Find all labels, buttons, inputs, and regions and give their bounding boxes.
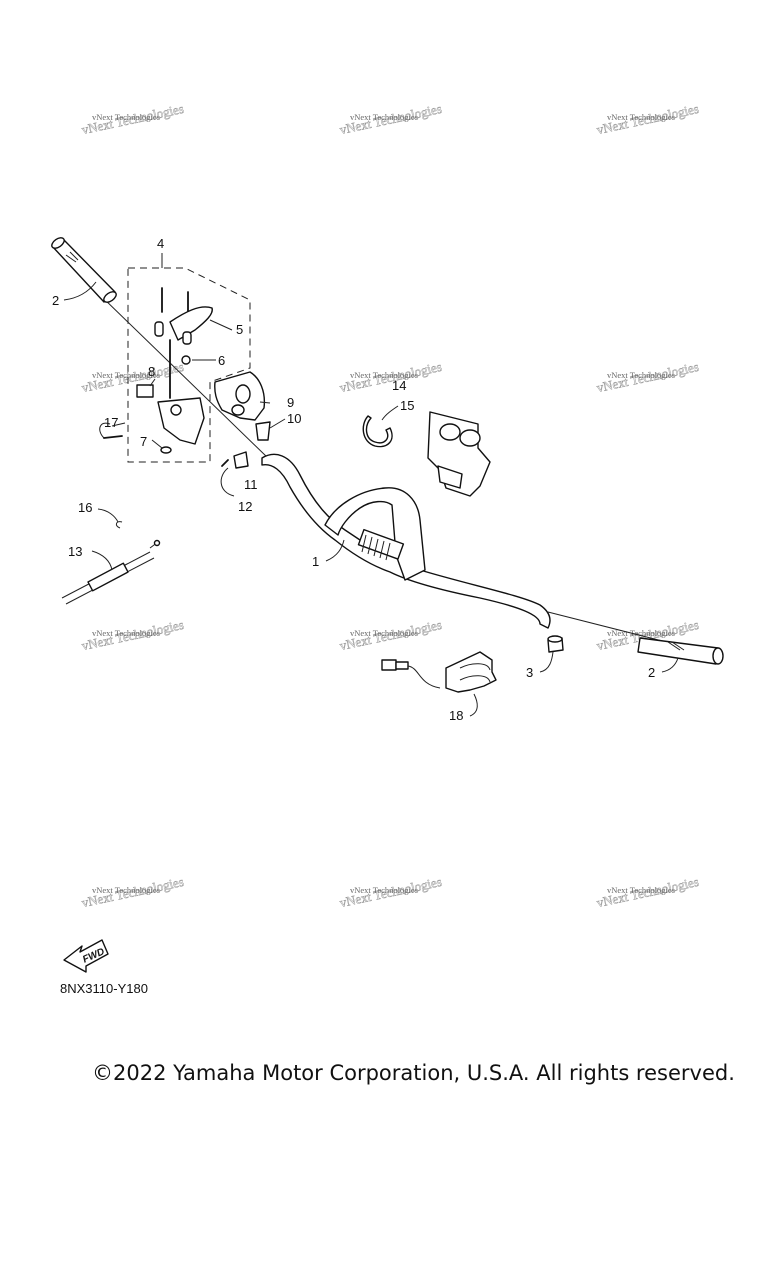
callouts: 1 2 2 3 4 5 6 7 8 9 10 11 12 13 14 15 16… xyxy=(52,236,655,723)
watermark: vNext Technologies xyxy=(350,885,418,895)
callout-5: 5 xyxy=(236,322,243,337)
callout-2: 2 xyxy=(648,665,655,680)
watermarks: vNext Technologies vNext Technologies vNe… xyxy=(80,101,700,911)
switch-housing xyxy=(214,371,266,421)
watermark: vNext Technologies xyxy=(92,628,160,638)
copyright-notice: ©2022 Yamaha Motor Corporation, U.S.A. A… xyxy=(92,1061,735,1085)
handlebar xyxy=(261,453,551,629)
leader-12 xyxy=(220,467,235,497)
watermark: vNext Technologies xyxy=(92,885,160,895)
callout-2: 2 xyxy=(52,293,59,308)
leader-lines xyxy=(63,253,679,717)
callout-13: 13 xyxy=(68,544,82,559)
throttle-cable xyxy=(61,521,161,605)
callout-3: 3 xyxy=(526,665,533,680)
diagram-code: 8NX3110-Y180 xyxy=(60,981,148,996)
switch-part-11 xyxy=(233,451,249,469)
watermark: vNext Technologies xyxy=(350,370,418,380)
callout-11: 11 xyxy=(244,477,258,492)
fwd-arrow-icon: FWD xyxy=(63,939,109,973)
callout-18: 18 xyxy=(449,708,463,723)
throttle-parts xyxy=(99,287,213,454)
watermark: vNext Technologies xyxy=(607,885,675,895)
watermark: vNext Technologies xyxy=(92,112,160,122)
callout-14: 14 xyxy=(392,378,406,393)
callout-9: 9 xyxy=(287,395,294,410)
callout-16: 16 xyxy=(78,500,92,515)
bar-end xyxy=(547,635,564,653)
switch-part-10 xyxy=(255,421,271,441)
watermark: vNext Technologies xyxy=(607,628,675,638)
watermark: vNext Technologies xyxy=(350,628,418,638)
watermark: vNext Technologies xyxy=(350,112,418,122)
watermark: vNext Technologies xyxy=(607,370,675,380)
heater-harness xyxy=(381,651,497,693)
callout-12: 12 xyxy=(238,499,252,514)
throttle-assembly-outline xyxy=(127,267,251,463)
right-grip xyxy=(637,637,724,665)
callout-17: 17 xyxy=(104,415,118,430)
callout-1: 1 xyxy=(312,554,319,569)
screw-12 xyxy=(221,459,229,467)
grip-knurl xyxy=(357,528,405,560)
clip-ring-15 xyxy=(362,415,393,448)
left-grip xyxy=(51,237,117,303)
callout-8: 8 xyxy=(148,364,155,379)
callout-4: 4 xyxy=(157,236,164,251)
callout-15: 15 xyxy=(400,398,414,413)
callout-6: 6 xyxy=(218,353,225,368)
callout-10: 10 xyxy=(287,411,301,426)
watermark: vNext Technologies xyxy=(92,370,160,380)
callout-7: 7 xyxy=(140,434,147,449)
clamp-bracket xyxy=(362,411,491,497)
watermark: vNext Technologies xyxy=(607,112,675,122)
